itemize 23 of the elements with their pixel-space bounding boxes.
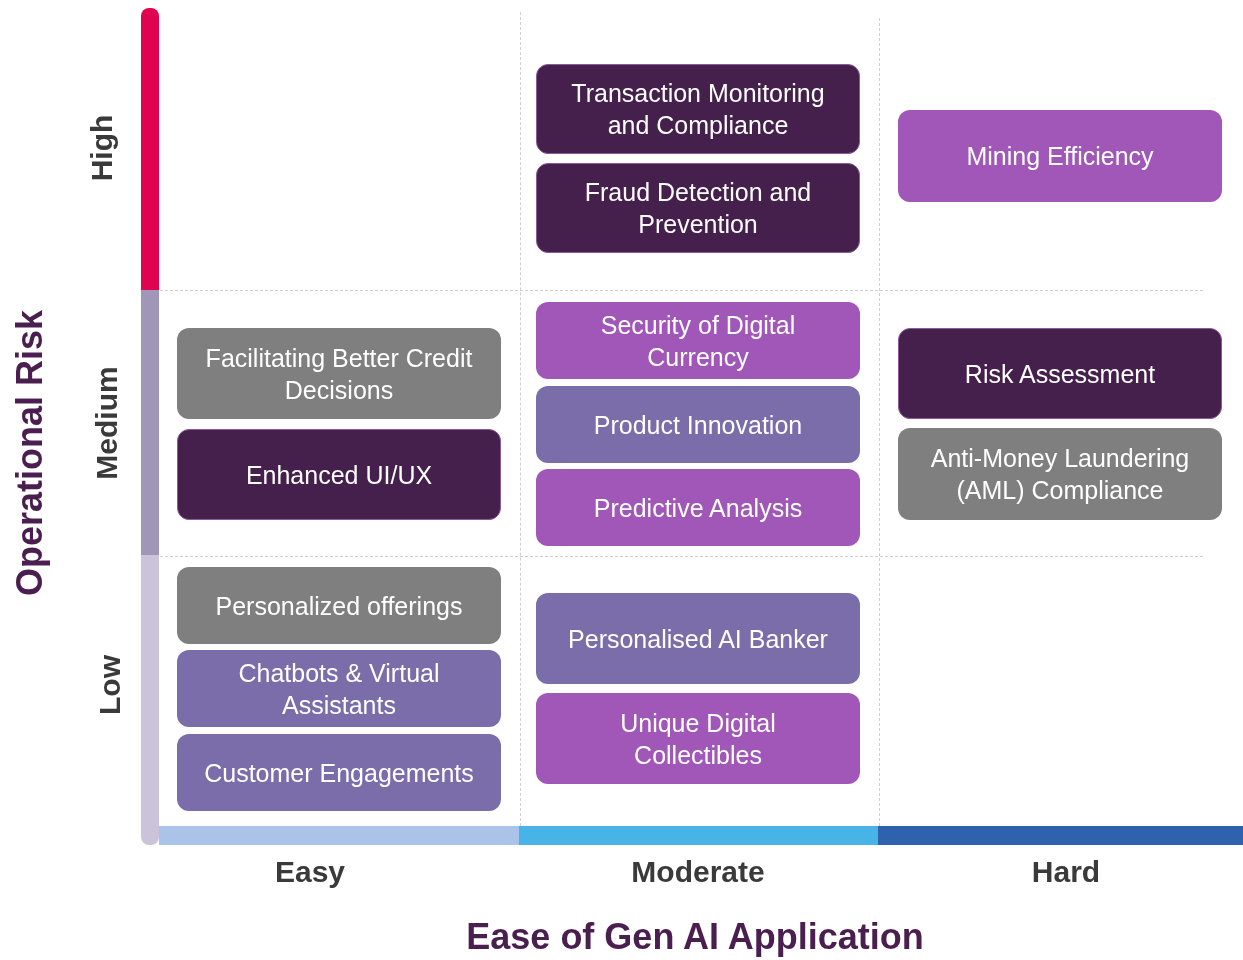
use-case-box: Personalised AI Banker xyxy=(536,593,860,684)
use-case-box: Enhanced UI/UX xyxy=(177,429,501,520)
axis-label: Easy xyxy=(274,855,346,889)
use-case-box: Chatbots & Virtual Assistants xyxy=(177,650,501,727)
use-case-box: Product Innovation xyxy=(536,386,860,463)
use-case-box: Customer Engagements xyxy=(177,734,501,811)
axis-label: Moderate xyxy=(631,855,765,889)
axis-label: High xyxy=(85,114,119,182)
use-case-box: Risk Assessment xyxy=(898,328,1222,419)
axis-label: Low xyxy=(93,655,127,715)
axis-label: Hard xyxy=(1031,855,1101,889)
axis-label: Medium xyxy=(90,366,124,480)
use-case-box: Unique Digital Collectibles xyxy=(536,693,860,784)
use-case-box: Personalized offerings xyxy=(177,567,501,644)
axis-title: Operational Risk xyxy=(9,309,51,597)
axis-title: Ease of Gen AI Application xyxy=(466,916,924,958)
use-case-box: Security of Digital Currency xyxy=(536,302,860,379)
use-case-box: Mining Efficiency xyxy=(898,110,1222,202)
use-case-box: Anti-Money Laundering (AML) Compliance xyxy=(898,428,1222,520)
use-case-box: Transaction Monitoring and Compliance xyxy=(536,64,860,154)
use-case-box: Predictive Analysis xyxy=(536,469,860,546)
use-case-box: Fraud Detection and Prevention xyxy=(536,163,860,253)
use-case-box: Facilitating Better Credit Decisions xyxy=(177,328,501,419)
